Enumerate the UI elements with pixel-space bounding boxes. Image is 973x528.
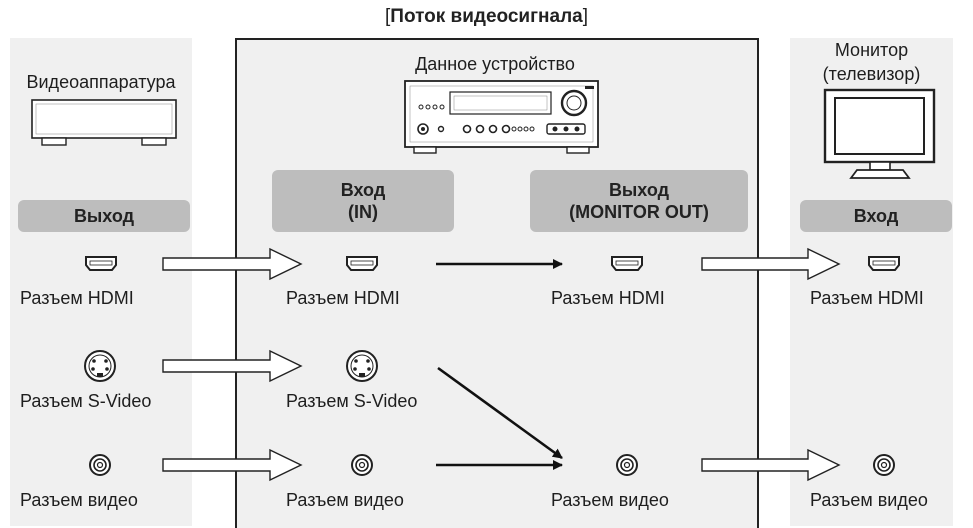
source-svideo-label: Разъем S-Video xyxy=(20,391,152,411)
device-in-video-connector-icon xyxy=(351,454,373,476)
source-video-label: Разъем видео xyxy=(20,490,138,510)
source-output-header: Выход xyxy=(18,200,190,232)
source-hdmi-connector-icon xyxy=(85,256,117,271)
tv-monitor-icon xyxy=(823,88,936,179)
av-receiver-icon xyxy=(404,80,599,154)
device-in-svideo-label: Разъем S-Video xyxy=(286,391,418,411)
source-device-name: Видеоаппаратура xyxy=(26,72,176,92)
device-in-video-label: Разъем видео xyxy=(286,490,404,510)
svideo-to-video-internal-arrow xyxy=(437,366,563,460)
monitor-hdmi-connector-icon xyxy=(868,256,900,271)
device-out-video-connector-icon xyxy=(616,454,638,476)
device-in-hdmi-label: Разъем HDMI xyxy=(286,288,400,308)
hdmi-source-to-device-arrow xyxy=(162,247,303,281)
monitor-input-header: Вход xyxy=(800,200,952,232)
device-out-hdmi-label: Разъем HDMI xyxy=(551,288,665,308)
video-source-to-device-arrow xyxy=(162,448,303,482)
this-device-name: Данное устройство xyxy=(415,54,575,74)
device-input-header: Вход (IN) xyxy=(272,170,454,232)
hdmi-device-to-monitor-arrow xyxy=(701,247,841,281)
monitor-name-line1: Монитор xyxy=(834,40,909,60)
device-in-svideo-connector-icon xyxy=(346,350,378,382)
monitor-hdmi-label: Разъем HDMI xyxy=(810,288,924,308)
device-in-hdmi-connector-icon xyxy=(346,256,378,271)
diagram-title: [Поток видеосигнала] xyxy=(385,6,588,27)
video-equipment-icon xyxy=(31,99,177,146)
source-hdmi-label: Разъем HDMI xyxy=(20,288,134,308)
source-svideo-connector-icon xyxy=(84,350,116,382)
source-video-connector-icon xyxy=(89,454,111,476)
svideo-source-to-device-arrow xyxy=(162,349,303,383)
device-out-hdmi-connector-icon xyxy=(611,256,643,271)
device-out-video-label: Разъем видео xyxy=(551,490,669,510)
monitor-name-line2: (телевизор) xyxy=(822,64,921,84)
device-output-header: Выход (MONITOR OUT) xyxy=(530,170,748,232)
monitor-video-connector-icon xyxy=(873,454,895,476)
video-device-to-monitor-arrow xyxy=(701,448,841,482)
monitor-video-label: Разъем видео xyxy=(810,490,928,510)
